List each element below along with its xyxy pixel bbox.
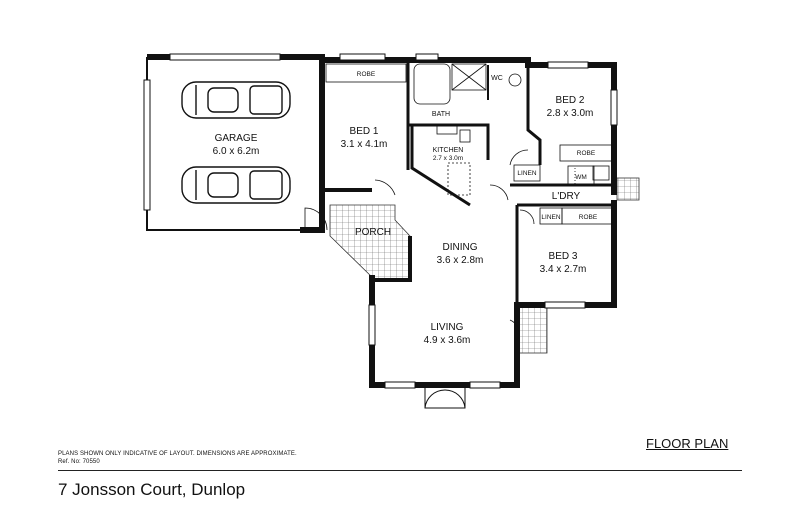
dining-dim: 3.6 x 2.8m [437,255,484,266]
bed3-dim: 3.4 x 2.7m [540,264,587,275]
bed1-label: BED 1 [350,126,379,137]
wm-label: WM [575,174,587,181]
east-wall [369,200,617,388]
car-top-icon [181,81,291,119]
bath-label: BATH [432,111,450,118]
kitchen-dim: 2.7 x 3.0m [433,155,463,162]
kitchen-wall [410,125,471,207]
robe-bed1-label: ROBE [357,71,376,78]
dining-label: DINING [443,242,478,253]
garage-label: GARAGE [215,133,258,144]
doors [304,149,535,341]
kitchen-bench [447,162,471,196]
garage-dim: 6.0 x 6.2m [213,146,260,157]
paved-areas [329,177,640,354]
plan-disclaimer: PLANS SHOWN ONLY INDICATIVE OF LAYOUT. D… [58,450,297,466]
living-label: LIVING [431,322,464,333]
property-address: 7 Jonsson Court, Dunlop [58,480,246,499]
bath-fixtures [413,63,522,143]
floor-plan-title: FLOOR PLAN [646,436,729,451]
living-dim: 4.9 x 3.6m [424,335,471,346]
storage-outlines [325,63,613,225]
windows [143,53,618,389]
porch-west-wall [372,236,412,282]
kitchen-label: KITCHEN [433,147,464,154]
robe-bed2-label: ROBE [577,150,596,157]
side-paving-east [616,177,640,201]
bed2-dim: 2.8 x 3.0m [547,108,594,119]
garage-cars [181,81,291,204]
linen-hall-label: LINEN [517,170,536,177]
divider-line [58,470,742,471]
side-paving-south [516,304,548,354]
porch-paving [329,204,411,281]
bed3-label: BED 3 [549,251,578,262]
car-bottom-icon [181,166,291,204]
porch-label: PORCH [355,227,391,238]
bed2-west-wall [526,60,542,165]
bath-south-wall [408,123,490,160]
robe-bed3-label: ROBE [579,214,598,221]
bed1-dim: 3.1 x 4.1m [341,139,388,150]
bay-door [424,385,466,409]
laundry-label: L'DRY [552,191,581,202]
linen-bed3-label: LINEN [541,214,560,221]
bed2-label: BED 2 [556,95,585,106]
disclaimer-text: PLANS SHOWN ONLY INDICATIVE OF LAYOUT. D… [58,451,297,457]
reference-number: Ref. No: 70550 [58,459,100,465]
wc-label: WC [491,75,503,82]
